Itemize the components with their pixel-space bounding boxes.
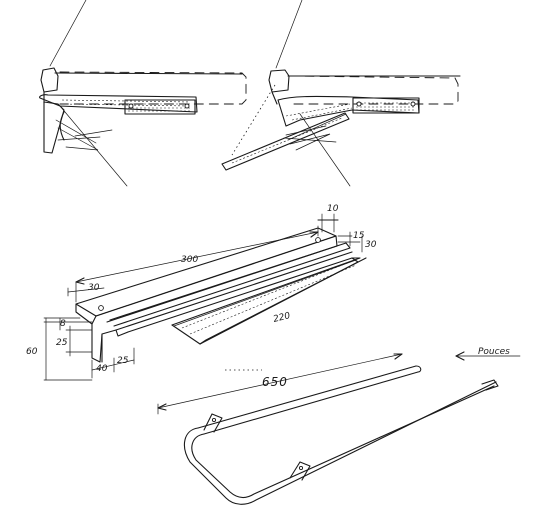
dim-lip-width: 10 (327, 204, 339, 214)
dim-slot-depth: 25 (56, 338, 68, 348)
tube-frame: 650 Pouces (157, 347, 521, 505)
dim-hole-height: 8 (60, 319, 66, 329)
dim-lip-offset: 15 (353, 231, 365, 241)
dim-top-width: 30 (88, 283, 100, 293)
view-folded (39, 0, 247, 187)
dim-bracket-length: 300 (181, 255, 198, 265)
view-unfolded (221, 0, 461, 187)
dim-bottom-width: 40 (96, 364, 108, 374)
bracket-detail: 300 10 15 30 220 30 8 25 60 (26, 204, 377, 381)
dim-frame-length: 650 (262, 375, 288, 389)
frame-label: Pouces (478, 347, 510, 357)
dim-slot-length: 220 (272, 311, 291, 325)
dim-end-offset: 30 (365, 240, 377, 250)
dim-slot-offset: 25 (117, 356, 129, 366)
dim-total-height: 60 (26, 347, 38, 357)
